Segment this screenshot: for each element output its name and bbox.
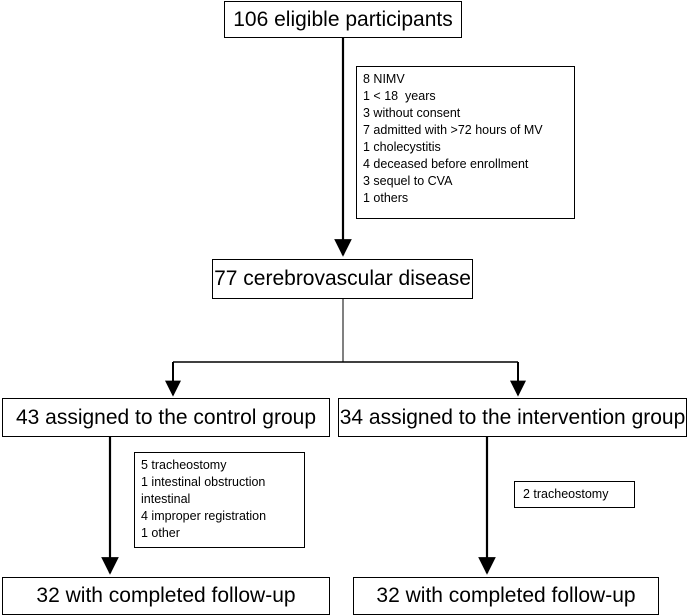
exclusion-item: 1 < 18 years <box>363 89 436 103</box>
intervention-loss-item: 2 tracheostomy <box>523 487 609 501</box>
intervention-group-label: 34 assigned to the intervention group <box>339 405 686 429</box>
control-completed-label: 32 with completed follow-up <box>36 584 296 607</box>
exclusion-item: 3 sequel to CVA <box>363 174 453 188</box>
control-group-box: 43 assigned to the control group <box>2 398 330 437</box>
control-completed-box: 32 with completed follow-up <box>2 577 330 615</box>
cerebrovascular-label: 77 cerebrovascular disease <box>214 267 471 290</box>
eligible-participants-label: 106 eligible participants <box>233 7 453 31</box>
control-loss-item: 1 other <box>141 526 180 540</box>
exclusion-item: 7 admitted with >72 hours of MV <box>363 123 543 137</box>
exclusions-box: 8 NIMV 1 < 18 years 3 without consent 7 … <box>356 66 575 219</box>
exclusion-item: 4 deceased before enrollment <box>363 157 529 171</box>
exclusion-item: 8 NIMV <box>363 72 405 86</box>
eligible-participants-box: 106 eligible participants <box>224 1 462 38</box>
control-loss-item: 1 intestinal obstruction <box>141 475 266 489</box>
control-loss-item: 5 tracheostomy <box>141 458 227 472</box>
exclusion-item: 3 without consent <box>363 106 461 120</box>
exclusion-item: 1 others <box>363 191 409 205</box>
control-group-label: 43 assigned to the control group <box>15 405 317 429</box>
control-loss-item: intestinal <box>141 492 191 506</box>
control-losses-box: 5 tracheostomy 1 intestinal obstruction … <box>134 452 305 548</box>
intervention-losses-box: 2 tracheostomy <box>514 481 635 508</box>
cerebrovascular-box: 77 cerebrovascular disease <box>212 259 473 299</box>
intervention-completed-label: 32 with completed follow-up <box>376 584 636 607</box>
intervention-completed-box: 32 with completed follow-up <box>353 577 659 615</box>
control-loss-item: 4 improper registration <box>141 509 267 523</box>
intervention-group-box: 34 assigned to the intervention group <box>338 398 687 437</box>
exclusion-item: 1 cholecystitis <box>363 140 441 154</box>
